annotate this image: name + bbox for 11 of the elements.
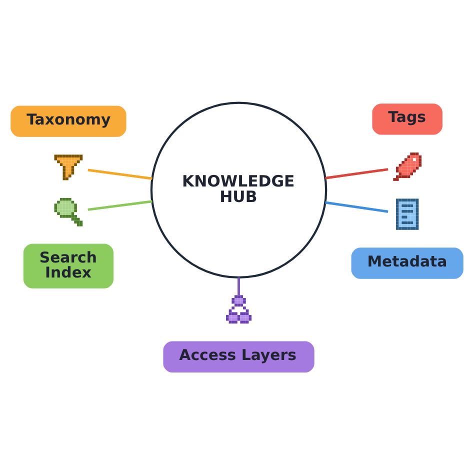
connector — [88, 168, 152, 180]
node-box: Metadata — [351, 247, 464, 278]
connector — [238, 277, 240, 295]
connector — [325, 168, 388, 179]
node-box: Search Index — [23, 243, 114, 288]
node-circle: KNOWLEDGE HUB — [150, 101, 328, 278]
node-box: Tags — [372, 103, 442, 134]
node-box: Taxonomy — [10, 105, 126, 136]
connector — [88, 200, 152, 210]
connector — [325, 200, 388, 212]
node-box: Access Layers — [163, 340, 314, 372]
